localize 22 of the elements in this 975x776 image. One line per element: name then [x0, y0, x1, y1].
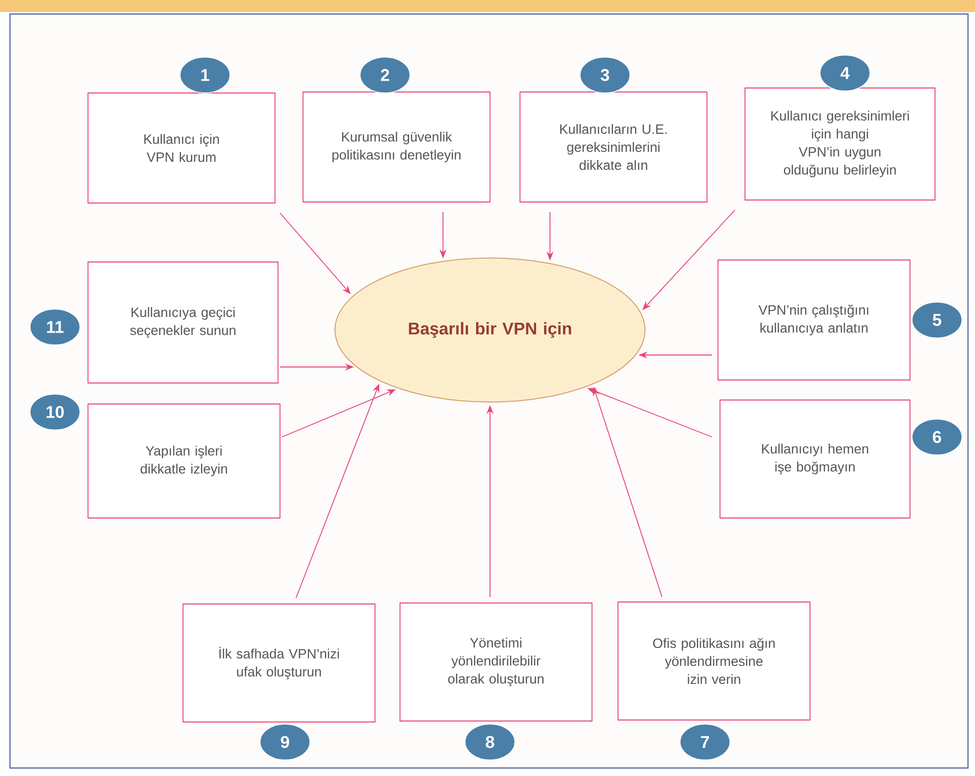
text-box: Yapılan işleri dikkatle izleyin [88, 404, 280, 518]
number-badge: 10 [30, 394, 80, 430]
text-box: Kullanıcıların U.E. gereksinimlerini dikkate alın [520, 92, 708, 202]
number-badge: 11 [30, 308, 80, 346]
number-badge: 5 [912, 302, 962, 338]
number-badge: 6 [912, 418, 962, 456]
text-box: Kullanıcıyı hemen işe boğmayın [720, 400, 910, 518]
text-box: Ofis politikasını ağın yönlendirmesine izin verin [618, 602, 810, 720]
number-badge: 8 [464, 724, 516, 760]
number-badge: 7 [680, 724, 730, 760]
text-box: Yönetimi yönlendirilebilir olarak oluşturun [400, 602, 592, 722]
number-badge: 1 [180, 56, 230, 94]
text-box: İlk safhada VPN’nizi ufak oluşturun [182, 604, 376, 722]
text-box: Kullanıcı gereksinimleri için hangi VPN’in uygun olduğunu belirleyin [744, 88, 936, 200]
number-badge: 4 [820, 54, 870, 92]
text-box: VPN’nin çalıştığını kullanıcıya anlatın [718, 260, 910, 380]
number-badge: 2 [360, 56, 410, 94]
number-badge: 9 [260, 724, 310, 760]
text-box: Kullanıcıya geçici seçenekler sunun [88, 262, 278, 384]
number-badge: 3 [580, 56, 630, 94]
text-box: Kurumsal güvenlik politikasını denetleyin [302, 92, 490, 202]
text-box: Kullanıcı için VPN kurum [88, 92, 276, 204]
